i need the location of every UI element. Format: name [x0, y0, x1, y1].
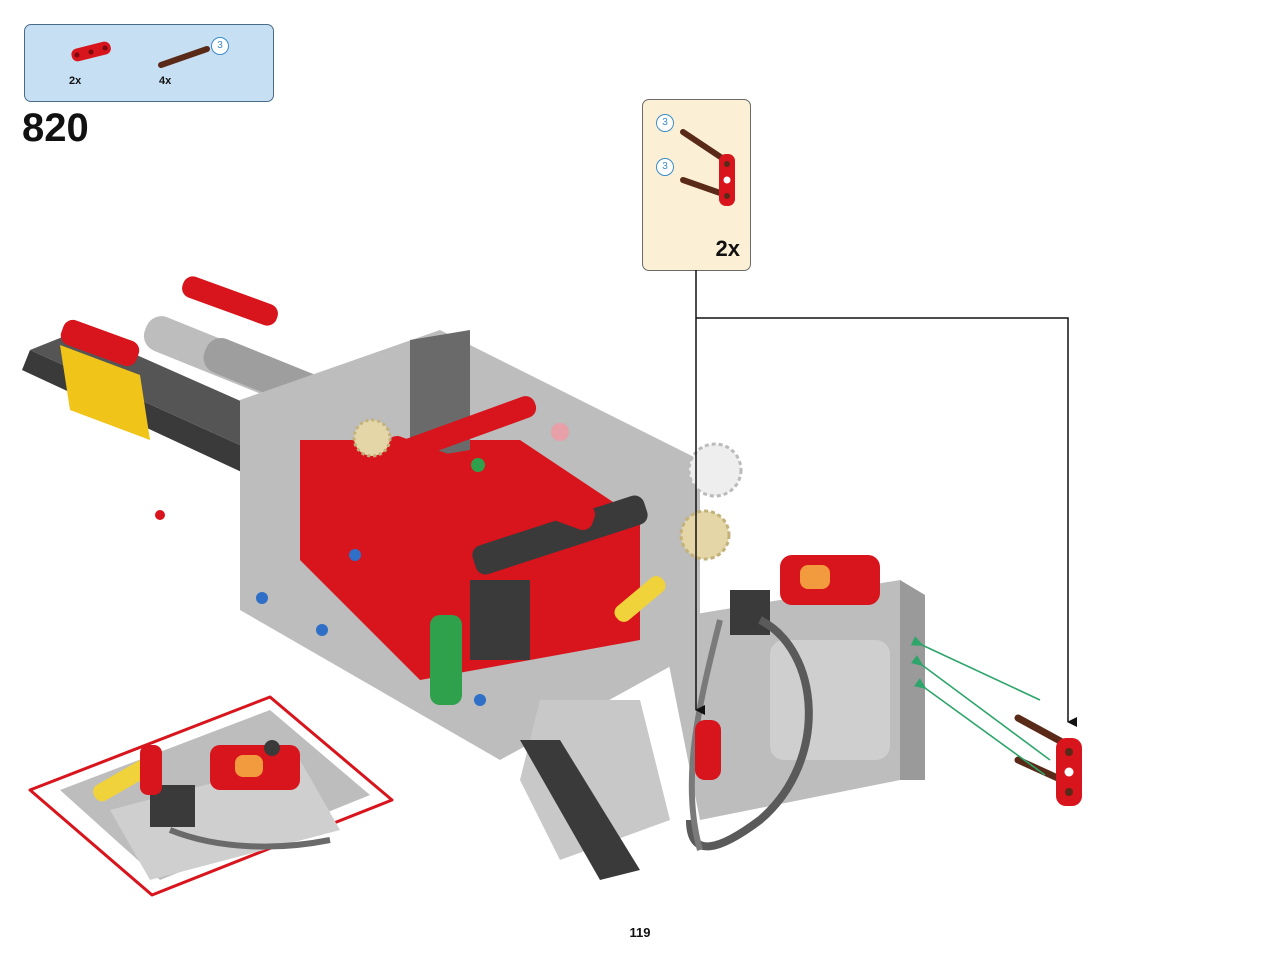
sub-axle-length-badge-2: 3 — [656, 158, 674, 176]
placed-sub-assembly — [1014, 714, 1082, 806]
placement-arrows — [695, 270, 1077, 727]
page-number: 119 — [629, 925, 651, 940]
axle-quantity: 4x — [159, 75, 172, 87]
step-number: 820 — [22, 106, 89, 150]
parts-list-callout: 2x 4x 3 — [24, 24, 274, 102]
chassis-model — [22, 276, 925, 880]
parts-list-art — [71, 41, 210, 68]
detail-inset — [28, 695, 394, 897]
sub-assembly-art — [680, 129, 735, 206]
sub-assembly-multiplier: 2x — [715, 236, 740, 261]
sub-axle-icon — [680, 129, 728, 197]
sub-assembly-callout: 3 3 2x — [642, 99, 751, 271]
insertion-arrows — [910, 636, 1051, 776]
axle-length-badge: 3 — [211, 37, 229, 55]
red-liftarm-icon — [71, 41, 111, 62]
liftarm-quantity: 2x — [69, 75, 82, 87]
brown-axle-icon — [158, 46, 210, 68]
sub-axle-length-badge-1: 3 — [656, 114, 674, 132]
sub-liftarm-icon — [719, 154, 735, 206]
